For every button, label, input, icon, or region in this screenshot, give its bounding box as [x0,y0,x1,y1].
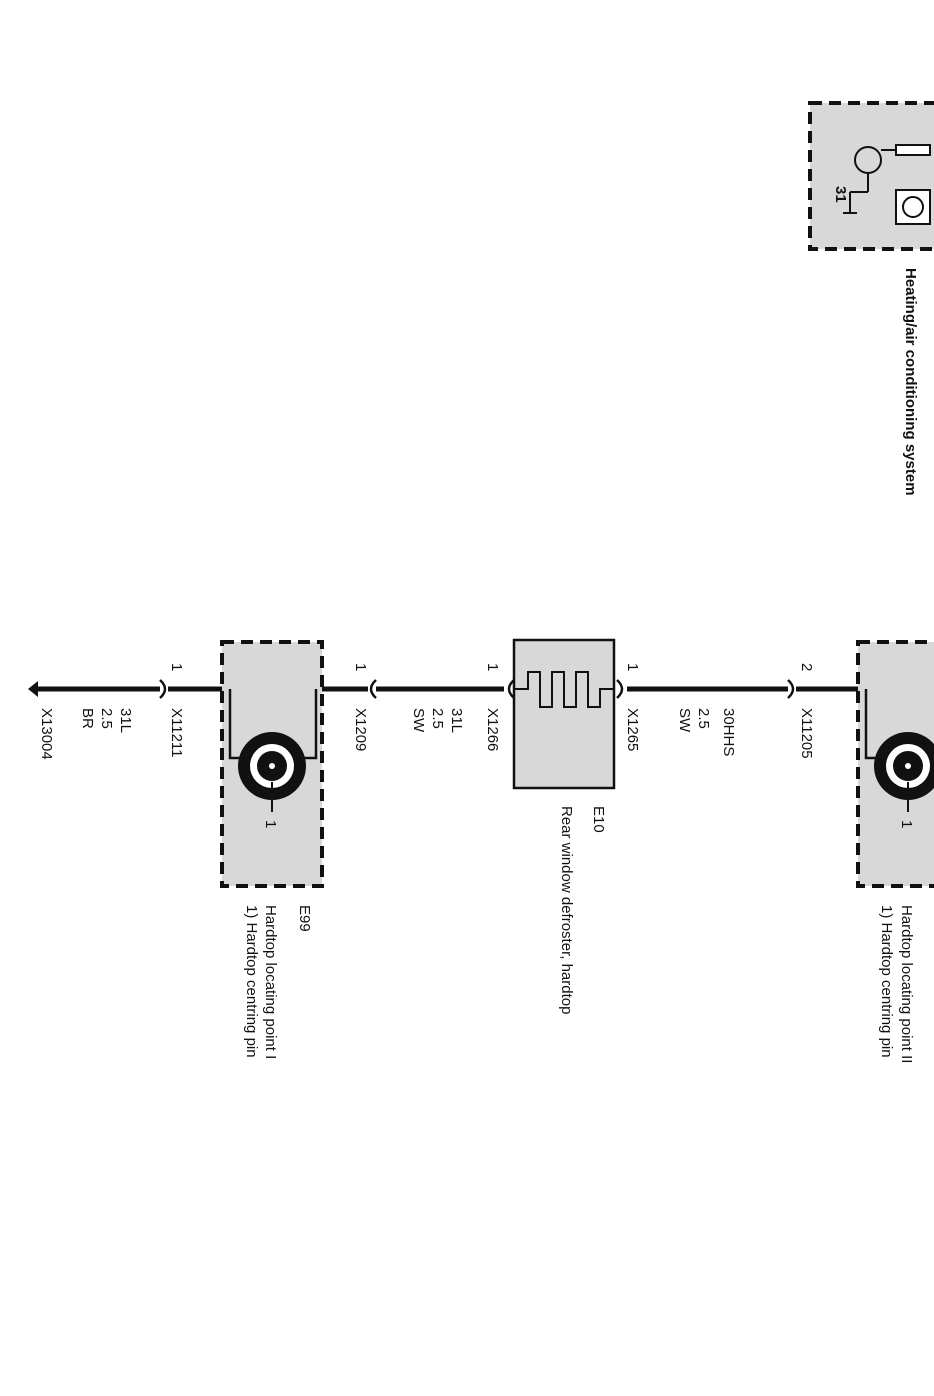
connector-x1209-icon [369,679,377,699]
connector-x11211-icon [159,679,167,699]
wire-e10-x11205-color: SW [676,708,693,733]
ground-wire-size: 2.5 [98,708,115,729]
hvac-module-box [808,101,934,251]
e10-code: E10 [590,806,607,833]
point2-name: Hardtop locating point II [898,905,915,1063]
hvac-module: 31 [808,101,934,251]
connector-x11205-icon [787,679,795,699]
x11205-pin: 2 [798,663,815,671]
point2-module: 1 [856,640,934,888]
x1266-name: X1266 [484,708,501,751]
x1265-pin: 1 [624,663,641,671]
motor-icon [895,189,931,225]
x11205-name: X11205 [798,708,815,759]
x11211-name: X11211 [168,708,185,758]
e10-name: Rear window defroster, hardtop [558,806,575,1014]
heater-element-icon [514,671,614,708]
e10-defroster [512,638,616,790]
hvac-label: Heating/air conditioning system [902,268,919,496]
e99-module: 1 [220,640,324,888]
e99-note: 1) Hardtop centring pin [243,905,260,1058]
x1265-name: X1265 [624,708,641,751]
connector-x1266-icon [507,679,515,699]
wire-e10-x11205-signal: 30HHS [720,708,737,756]
connector-x1265-icon [616,679,624,699]
x1266-pin: 1 [484,663,501,671]
ground-wire-color: BR [79,708,96,729]
x1209-pin: 1 [352,663,369,671]
resistor-icon [895,144,931,156]
point2-inner-pin: 1 [898,820,915,828]
hvac-pin-31: 31 [832,186,849,203]
point2-note: 1) Hardtop centring pin [878,905,895,1058]
x11211-pin: 1 [168,663,185,671]
wire-e99-e10-color: SW [410,708,427,733]
x1209-name: X1209 [352,708,369,751]
e99-inner-pin: 1 [262,820,279,828]
e99-name: Hardtop locating point I [262,905,279,1059]
e99-code: E99 [296,905,313,932]
wire-e10-x11205-size: 2.5 [695,708,712,729]
ground-terminal-icon [28,681,38,697]
wire-e99-e10-size: 2.5 [429,708,446,729]
wire-e99-e10-signal: 31L [448,708,465,733]
ground-wire-signal: 31L [117,708,134,733]
ground-name: X13004 [38,708,55,760]
e10-box [512,638,616,790]
